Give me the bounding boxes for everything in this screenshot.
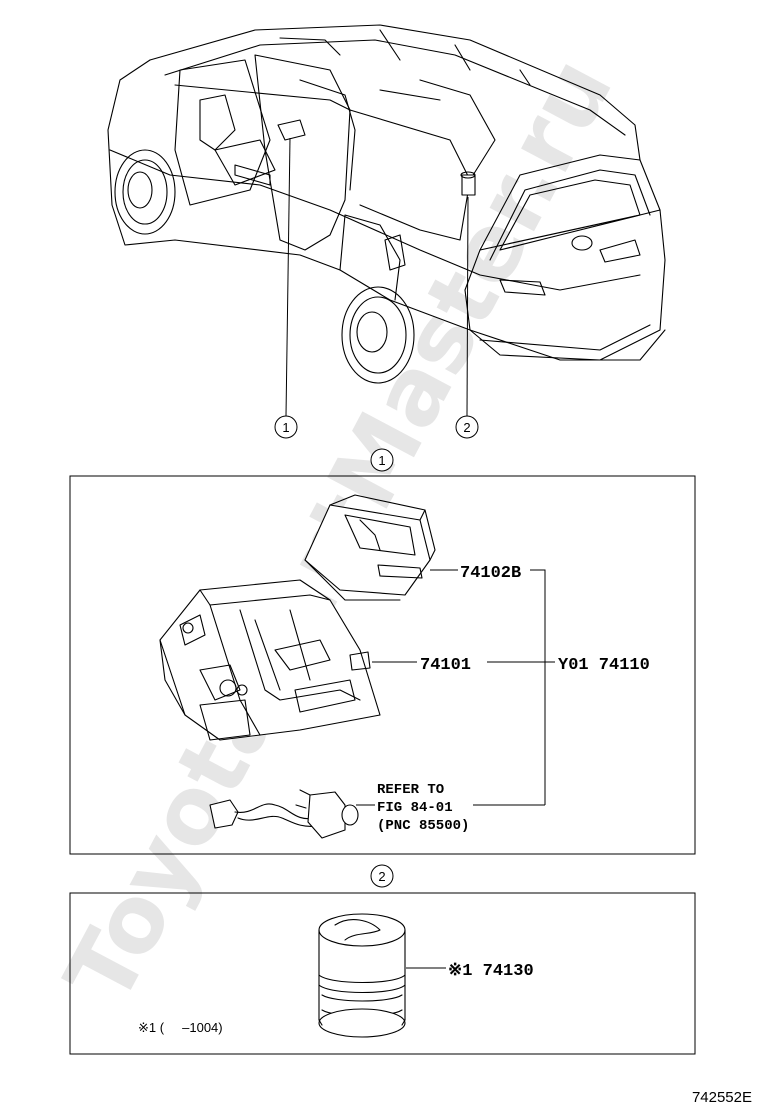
cigarette-lighter-illustration [209,789,359,839]
panel-1-frame [69,475,696,855]
van-illustration [107,24,666,384]
storage-box-illustration [304,494,436,601]
panel-2-frame [69,892,696,1055]
refer-line-3: (PNC 85500) [377,818,469,834]
console-assembly-illustration [159,579,381,741]
part-number-74101: 74101 [420,656,471,675]
svg-text:1: 1 [378,453,385,468]
ashtray-illustration [318,913,406,1038]
refer-line-1: REFER TO [377,782,444,798]
figure-id: 742552E [692,1089,752,1106]
callout-2-van: 2 [455,415,479,439]
callout-2-panel-label: 2 [370,864,394,888]
part-number-74102b: 74102B [460,564,521,583]
refer-line-2: FIG 84-01 [377,800,453,816]
svg-text:1: 1 [282,420,289,435]
assembly-part-number: Y01 74110 [558,656,650,675]
callout-1-van: 1 [274,415,298,439]
part-number-74130: ※1 74130 [448,962,534,981]
applicability-note: ※1 ( –1004) [138,1020,223,1035]
callout-1-panel-label: 1 [370,448,394,472]
svg-text:2: 2 [463,420,470,435]
svg-text:2: 2 [378,869,385,884]
